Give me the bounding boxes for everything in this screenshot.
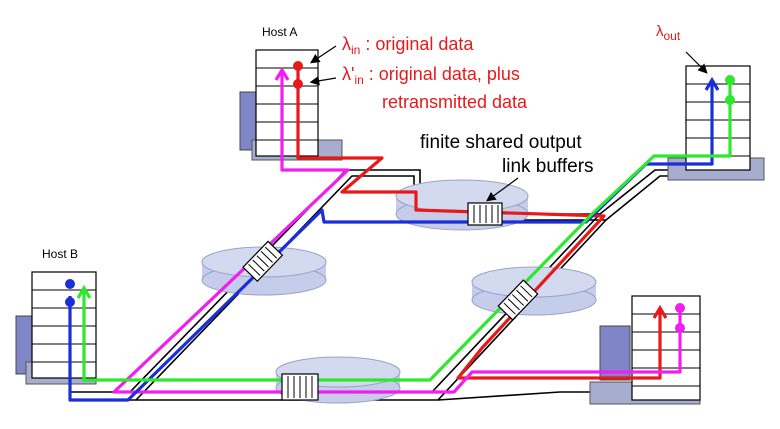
flow-magenta-dot-1: [675, 303, 685, 313]
buffer-bottom-router: [281, 373, 319, 401]
buffer-top-router: [467, 202, 503, 226]
host-a-label: Host A: [262, 25, 297, 39]
lambda-out-pointer: [685, 51, 708, 74]
flow-blue: [68, 82, 714, 402]
lambda-in-prime-sub: in: [354, 73, 363, 87]
lambda-in-label: λin : original data: [342, 34, 474, 57]
lambda-in-sub: in: [351, 43, 360, 57]
flow-green-dot-2: [725, 95, 735, 105]
lambda-in-text: : original data: [360, 34, 474, 54]
host-b-label: Host B: [42, 247, 78, 261]
lambda-in-prime-line2: retransmitted data: [382, 92, 528, 112]
buffer-left-router: [242, 240, 284, 283]
buffers-label-line2: link buffers: [502, 156, 594, 177]
lambda-out-symbol: λ: [656, 23, 664, 40]
host-bottom-right-computer: [589, 295, 701, 405]
host-top-right-computer: [667, 65, 765, 181]
lambda-in-prime-label: λ'in : original data, plus: [342, 64, 520, 87]
lambda-out-sub: out: [664, 29, 681, 43]
flow-green: [82, 80, 732, 382]
lambda-in-prime-text: : original data, plus: [364, 64, 520, 84]
buffers-pointer: [486, 177, 519, 202]
flow-green-arrow: [76, 284, 92, 299]
flow-magenta-dot-2: [675, 323, 685, 333]
host-a-computer: [239, 49, 343, 161]
flow-blue-arrow: [704, 76, 720, 91]
flow-red-arrow: [652, 304, 668, 319]
flow-red-dot-1: [293, 61, 303, 71]
flow-blue-dot-2: [65, 297, 75, 307]
buffer-right-router: [497, 279, 539, 321]
lambda-in-pointer: [310, 45, 337, 64]
flow-red-dot-2: [293, 79, 303, 89]
lambda-out-label: λout: [656, 23, 681, 43]
lambda-in-prime-pointer: [309, 76, 337, 86]
flow-magenta-arrow: [274, 66, 290, 81]
flow-red: [296, 68, 662, 380]
buffers-label-line1: finite shared output: [420, 132, 582, 153]
flow-green-dot-1: [725, 75, 735, 85]
flow-blue-dot-1: [65, 279, 75, 289]
lambda-in-symbol: λ: [342, 34, 351, 54]
lambda-in-prime-symbol: λ': [342, 64, 354, 84]
